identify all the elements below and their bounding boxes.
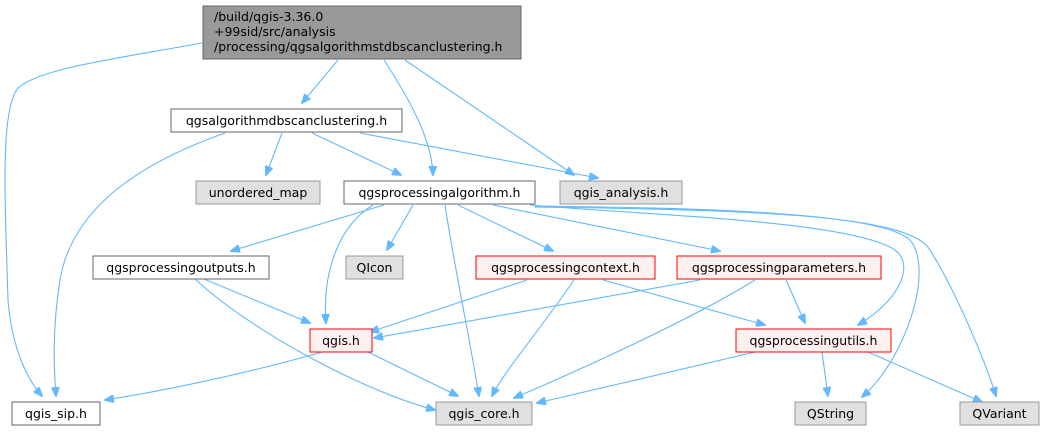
node-box	[735, 328, 892, 353]
node-label: QVariant	[972, 406, 1026, 421]
edges-layer	[4, 42, 996, 410]
node-label: /build/qgis-3.36.0	[214, 9, 323, 24]
edge-params-to-core	[514, 279, 756, 398]
node-box	[92, 255, 270, 280]
node-label: qgis_analysis.h	[574, 185, 669, 200]
node-outputs[interactable]: qgsprocessingoutputs.h	[92, 255, 270, 280]
node-label: qgsprocessingparameters.h	[692, 260, 866, 275]
node-sip[interactable]: qgis_sip.h	[11, 401, 101, 426]
edge-procalg-to-params	[492, 204, 720, 251]
edge-procalg-to-qstring	[534, 205, 920, 397]
edge-qgis-to-sip	[105, 351, 323, 400]
edge-dbscan-to-unordered_map	[266, 132, 283, 175]
edge-dbscan-to-procalg	[311, 132, 401, 175]
node-box	[676, 255, 882, 280]
edge-dbscan-to-analysis	[359, 132, 598, 178]
node-procalg[interactable]: qgsprocessingalgorithm.h	[343, 180, 536, 205]
node-label: qgsprocessingalgorithm.h	[359, 185, 521, 200]
nodes-layer: /build/qgis-3.36.0+99sid/src/analysis/pr…	[11, 5, 1040, 426]
edge-params-to-qgis	[374, 279, 701, 338]
node-box	[202, 5, 522, 60]
edge-context-to-core	[492, 279, 575, 396]
node-box	[345, 255, 404, 280]
node-label: +99sid/src/analysis	[214, 24, 336, 39]
node-unordered_map[interactable]: unordered_map	[195, 180, 321, 205]
node-box	[11, 401, 101, 426]
node-label: /processing/qgsalgorithmstdbscanclusteri…	[214, 39, 502, 54]
node-box	[435, 401, 533, 426]
edge-utils-to-core	[537, 351, 756, 403]
node-analysis[interactable]: qgis_analysis.h	[559, 180, 683, 205]
node-box	[794, 401, 867, 426]
edge-utils-to-qstring	[821, 351, 828, 396]
node-label: qgsprocessingutils.h	[750, 333, 878, 348]
node-box	[959, 401, 1040, 426]
edge-root-to-procalg	[383, 59, 433, 175]
node-box	[195, 180, 321, 205]
node-qvariant[interactable]: QVariant	[959, 401, 1040, 426]
node-qgis[interactable]: qgis.h	[309, 328, 373, 353]
node-context[interactable]: qgsprocessingcontext.h	[475, 255, 656, 280]
node-box	[559, 180, 683, 205]
node-label: qgsalgorithmdbscanclustering.h	[186, 113, 387, 128]
edge-root-to-analysis	[404, 59, 574, 175]
node-label: QString	[807, 406, 854, 421]
edge-procalg-to-outputs	[231, 204, 385, 251]
edge-procalg-to-qgis	[325, 204, 374, 323]
node-box	[170, 108, 403, 133]
node-label: qgis_sip.h	[25, 406, 87, 421]
node-params[interactable]: qgsprocessingparameters.h	[676, 255, 882, 280]
node-dbscan[interactable]: qgsalgorithmdbscanclustering.h	[170, 108, 403, 133]
edge-dbscan-to-sip	[54, 132, 226, 396]
edge-root-to-dbscan	[302, 59, 339, 103]
node-box	[475, 255, 656, 280]
node-qstring[interactable]: QString	[794, 401, 867, 426]
node-label: qgis_core.h	[448, 406, 519, 421]
node-utils[interactable]: qgsprocessingutils.h	[735, 328, 892, 353]
node-label: QIcon	[357, 260, 393, 275]
edge-context-to-utils	[602, 279, 765, 325]
node-label: qgsprocessingcontext.h	[491, 260, 640, 275]
edge-outputs-to-qgis	[203, 278, 310, 323]
node-box	[343, 180, 536, 205]
node-box	[309, 328, 373, 353]
edge-qgis-to-core	[367, 351, 458, 396]
edge-params-to-utils	[785, 279, 805, 323]
edge-procalg-to-qicon	[387, 204, 414, 250]
node-label: qgsprocessingoutputs.h	[106, 260, 255, 275]
edge-procalg-to-qvariant	[534, 206, 996, 396]
node-core[interactable]: qgis_core.h	[435, 401, 533, 426]
node-root[interactable]: /build/qgis-3.36.0+99sid/src/analysis/pr…	[202, 5, 522, 60]
edge-procalg-to-utils	[529, 204, 905, 325]
edge-utils-to-qvariant	[867, 351, 982, 402]
edge-root-to-sip	[4, 42, 203, 396]
edge-procalg-to-context	[457, 204, 553, 251]
node-label: unordered_map	[209, 185, 308, 200]
node-label: qgis.h	[322, 333, 360, 348]
edge-context-to-qgis	[370, 279, 528, 332]
edge-procalg-to-core	[444, 204, 479, 396]
node-qicon[interactable]: QIcon	[345, 255, 404, 280]
